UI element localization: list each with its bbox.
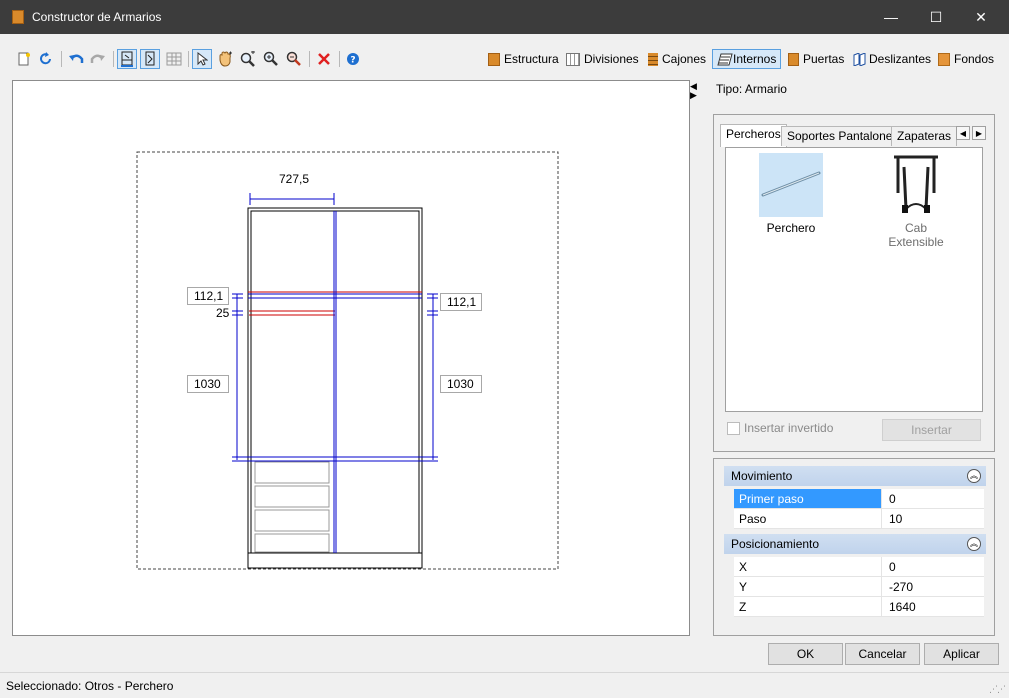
drawers-icon xyxy=(648,52,658,66)
wardrobe-base xyxy=(247,552,423,569)
grid-icon[interactable] xyxy=(164,49,184,69)
left-main-dimension-field[interactable]: 1030 xyxy=(187,375,229,393)
doors-icon xyxy=(788,52,799,66)
zoom-out-icon[interactable] xyxy=(284,49,304,69)
collapse-posicionamiento-icon[interactable]: ︽ xyxy=(967,537,981,551)
undo-icon[interactable] xyxy=(66,49,86,69)
prop-x[interactable]: X 0 xyxy=(734,557,984,577)
redo-icon[interactable] xyxy=(88,49,108,69)
cancel-button[interactable]: Cancelar xyxy=(845,643,920,665)
panel-toggle-icon[interactable]: ◀▶ xyxy=(690,81,697,100)
prop-z[interactable]: Z 1640 xyxy=(734,597,984,617)
right-top-dimension-field[interactable]: 112,1 xyxy=(440,293,482,311)
section-cajones-button[interactable]: Cajones xyxy=(644,49,706,69)
pointer-icon[interactable] xyxy=(192,49,212,69)
tipo-label: Tipo: Armario xyxy=(716,82,787,96)
shelf-top xyxy=(248,293,422,299)
item-label: Perchero xyxy=(766,221,816,235)
drawer-2 xyxy=(254,485,330,508)
drawing-canvas[interactable]: 727,5 112,1 25 1030 112,1 1030 xyxy=(12,80,690,636)
close-button[interactable]: ✕ xyxy=(975,8,987,25)
prop-y[interactable]: Y -270 xyxy=(734,577,984,597)
section-puertas-button[interactable]: Puertas xyxy=(784,49,844,69)
category-posicionamiento[interactable]: Posicionamiento ︽ xyxy=(724,534,986,554)
section-estructura-button[interactable]: Estructura xyxy=(484,49,559,69)
title-bar: Constructor de Armarios — ☐ ✕ xyxy=(0,0,1009,34)
zoom-in-icon[interactable] xyxy=(261,49,281,69)
item-label: Cab Extensible xyxy=(888,221,944,249)
left-dimension-ticks xyxy=(232,293,259,462)
wardrobe-outline xyxy=(247,207,423,569)
divisions-icon xyxy=(566,52,580,66)
drawing-bounds xyxy=(136,151,559,570)
rail-highlight xyxy=(249,310,335,316)
wardrobe-inner xyxy=(250,210,420,554)
view-front-icon[interactable] xyxy=(117,49,137,69)
width-dimension-label: 727,5 xyxy=(279,172,310,186)
item-cab-extensible[interactable]: Cab Extensible xyxy=(876,153,956,249)
right-dimension-ticks xyxy=(411,293,438,462)
internals-icon xyxy=(717,53,733,66)
section-internos-button[interactable]: Internos xyxy=(712,49,782,69)
backs-icon xyxy=(938,52,950,66)
item-perchero[interactable]: Perchero xyxy=(751,153,831,235)
status-text: Seleccionado: Otros - Perchero xyxy=(6,679,174,693)
drawer-4 xyxy=(254,533,330,553)
pull-down-rail-thumbnail-icon xyxy=(884,153,948,217)
category-movimiento[interactable]: Movimiento ︽ xyxy=(724,466,986,486)
status-bar: Seleccionado: Otros - Perchero ⋰⋰ xyxy=(0,672,1009,698)
tab-percheros[interactable]: Percheros xyxy=(720,124,787,147)
right-main-dimension-field[interactable]: 1030 xyxy=(440,375,482,393)
toolbar: ? Estructura Divisiones Cajones Internos… xyxy=(0,44,1009,74)
section-divisiones-button[interactable]: Divisiones xyxy=(562,49,639,69)
delete-icon[interactable] xyxy=(314,49,334,69)
drawer-1 xyxy=(254,461,330,484)
zoom-window-icon[interactable] xyxy=(238,49,258,69)
window-title: Constructor de Armarios xyxy=(32,10,162,24)
internals-panel xyxy=(713,114,995,452)
prop-paso[interactable]: Paso 10 xyxy=(734,509,984,529)
prop-x-value[interactable]: 0 xyxy=(881,557,984,577)
refresh-icon[interactable] xyxy=(36,49,56,69)
new-icon[interactable] xyxy=(14,49,34,69)
insert-button[interactable]: Insertar xyxy=(882,419,981,441)
left-top-dimension-field[interactable]: 112,1 xyxy=(187,287,229,305)
width-dimension-line xyxy=(249,193,335,205)
resize-grip-icon[interactable]: ⋰⋰ xyxy=(989,684,1006,694)
collapse-movimiento-icon[interactable]: ︽ xyxy=(967,469,981,483)
shelf-bottom xyxy=(248,456,422,462)
prop-primer-paso-value[interactable]: 0 xyxy=(881,489,984,509)
internals-item-list: Perchero Cab Extensible xyxy=(725,147,983,412)
prop-paso-value[interactable]: 10 xyxy=(881,509,984,529)
tab-soportes-pantalones[interactable]: Soportes Pantalones xyxy=(781,126,905,146)
section-fondos-button[interactable]: Fondos xyxy=(934,49,994,69)
rail-thumbnail-icon xyxy=(759,153,823,217)
prop-primer-paso[interactable]: Primer paso 0 xyxy=(734,489,984,509)
tab-scroll-right-icon[interactable]: ▶ xyxy=(972,126,986,140)
tab-zapateras[interactable]: Zapateras xyxy=(891,126,958,146)
sliding-icon xyxy=(853,51,866,67)
apply-button[interactable]: Aplicar xyxy=(924,643,999,665)
drawer-3 xyxy=(254,509,330,532)
left-small-dimension-label: 25 xyxy=(216,306,230,320)
internals-tabs: Percheros Soportes Pantalones Zapateras … xyxy=(718,124,990,147)
maximize-button[interactable]: ☐ xyxy=(929,8,943,25)
insert-inverted-label: Insertar invertido xyxy=(744,421,834,435)
prop-y-value[interactable]: -270 xyxy=(881,577,984,597)
central-division xyxy=(333,211,337,553)
pan-hand-icon[interactable] xyxy=(215,49,235,69)
svg-text:?: ? xyxy=(350,56,355,66)
insert-inverted-checkbox[interactable]: Insertar invertido xyxy=(727,421,833,435)
app-icon xyxy=(12,10,24,24)
help-icon[interactable]: ? xyxy=(343,49,363,69)
wardrobe-drawing[interactable] xyxy=(13,81,689,635)
minimize-button[interactable]: — xyxy=(884,9,898,25)
tab-scroll-left-icon[interactable]: ◀ xyxy=(956,126,970,140)
structure-icon xyxy=(488,52,500,66)
prop-z-value[interactable]: 1640 xyxy=(881,597,984,617)
view-side-icon[interactable] xyxy=(140,49,160,69)
ok-button[interactable]: OK xyxy=(768,643,843,665)
section-deslizantes-button[interactable]: Deslizantes xyxy=(849,49,931,69)
checkbox-box[interactable] xyxy=(727,421,740,435)
